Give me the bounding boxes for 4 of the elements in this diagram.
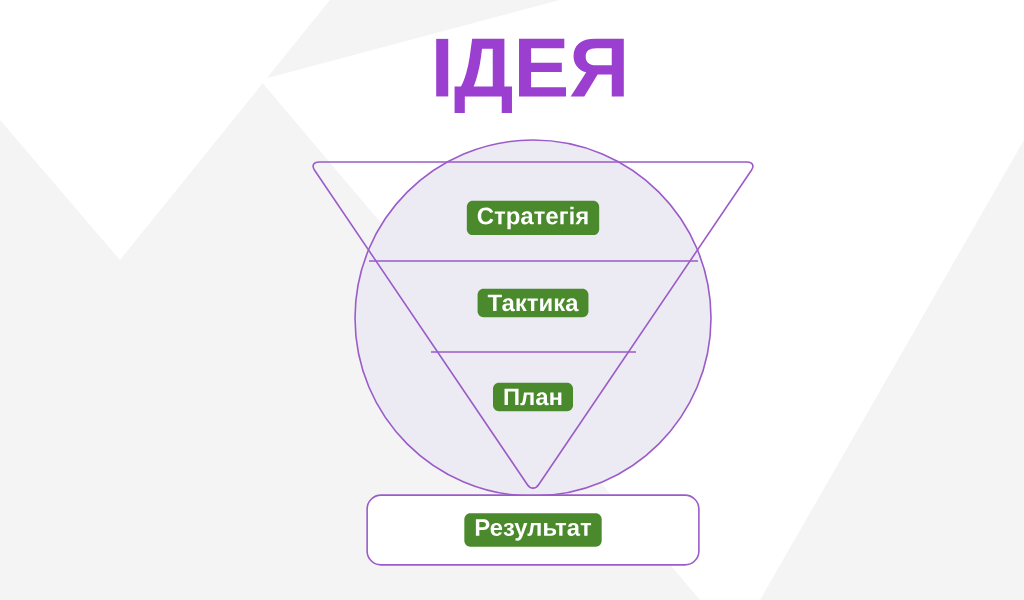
label-box: Стратегія bbox=[466, 200, 600, 236]
label-box: Результат bbox=[464, 513, 602, 547]
label-box: Тактика bbox=[477, 288, 589, 318]
title: ІДЕЯ bbox=[436, 38, 624, 114]
